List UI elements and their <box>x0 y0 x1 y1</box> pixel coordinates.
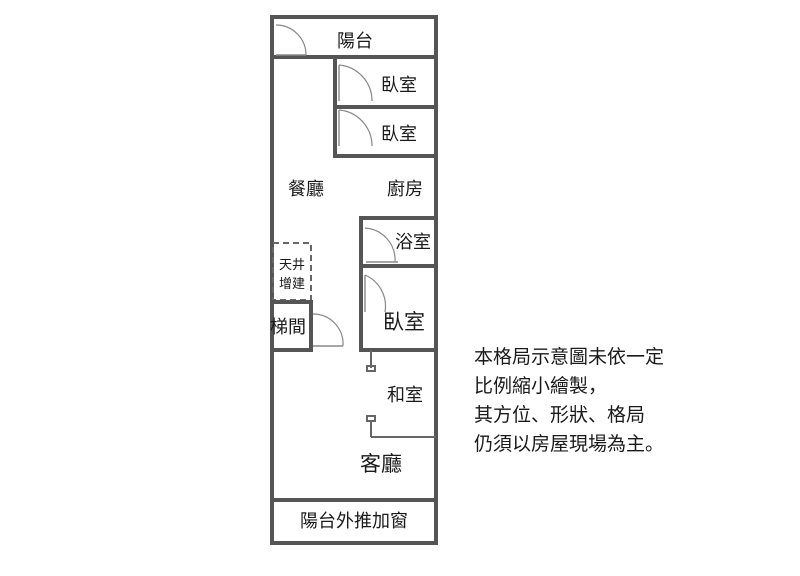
room-label-lightwell: 天井 <box>279 258 305 273</box>
disclaimer-line: 比例縮小繪製， <box>474 375 608 397</box>
room-label-addition: 增建 <box>279 277 305 292</box>
stairs-door-arc-icon <box>312 313 344 347</box>
disclaimer-line: 其方位、形狀、格局 <box>474 404 646 426</box>
japanese-room-door-stop <box>366 415 376 422</box>
disclaimer-line: 本格局示意圖未依一定 <box>474 346 665 368</box>
bathroom-door-arc-icon <box>364 227 396 263</box>
room-label-dining: 餐廳 <box>288 179 324 200</box>
disclaimer-note: 本格局示意圖未依一定 比例縮小繪製， 其方位、形狀、格局 仍須以房屋現場為主。 <box>474 343 764 459</box>
room-label-bedroom-2: 臥室 <box>381 124 417 145</box>
room-label-living-room: 客廳 <box>360 452 402 476</box>
room-label-stairs: 梯間 <box>270 317 306 338</box>
room-label-japanese-room: 和室 <box>387 385 423 406</box>
bedroom2-door-arc-icon <box>338 109 373 147</box>
disclaimer-line: 仍須以房屋現場為主。 <box>474 433 665 455</box>
room-label-bedroom-3: 臥室 <box>383 310 425 334</box>
room-label-kitchen: 廚房 <box>387 178 423 200</box>
bedroom3-door-arc-icon <box>364 274 387 313</box>
japanese-room-door-stop <box>366 365 376 372</box>
bedroom1-door-arc-icon <box>338 64 373 102</box>
room-label-balcony-top: 陽台 <box>337 31 373 52</box>
room-label-balcony-bottom: 陽台外推加窗 <box>300 511 408 532</box>
room-label-bedroom-1: 臥室 <box>381 75 417 96</box>
room-label-bathroom: 浴室 <box>395 232 431 253</box>
balcony-door-arc-icon <box>275 24 307 56</box>
